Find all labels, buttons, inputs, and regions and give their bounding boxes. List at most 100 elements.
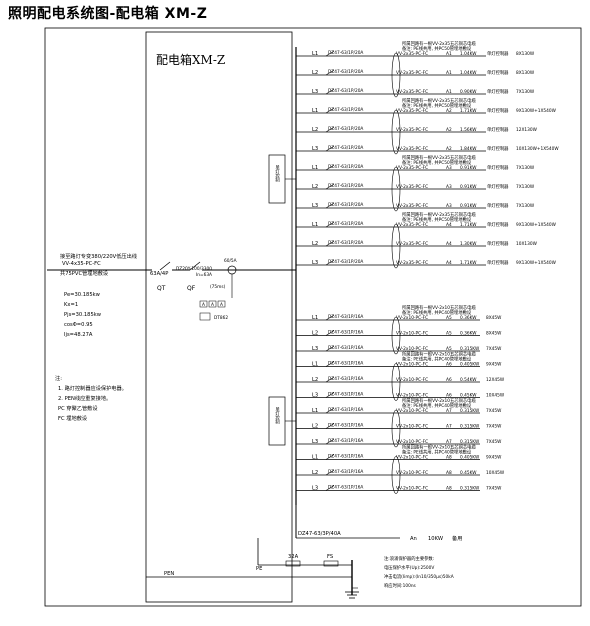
circuit-id: A3 <box>446 184 452 190</box>
circuit-cable: VV-2x35-PC-FC <box>396 260 428 266</box>
circuit-breaker <box>325 164 335 171</box>
lamp-spec: 10X45W <box>486 470 505 476</box>
circuit-id: A4 <box>446 241 452 247</box>
notes: 注:1. 路灯控制器应设保护电器。2. PEN线应重复接地。PC 穿聚乙管敷设F… <box>55 374 127 422</box>
circuit-breaker-model: DZ47-63/1P/16A <box>328 314 363 320</box>
circuit-phase: L2 <box>312 331 318 337</box>
lamp-spec: 7X45W <box>486 439 502 445</box>
trip-time: (75ms) <box>210 284 226 290</box>
circuit-power: 0.91KW <box>460 165 477 171</box>
incoming-desc3: 共75PVC管埋地敷设 <box>60 269 108 277</box>
circuit-id: A6 <box>446 393 452 399</box>
group-note-line: 所属回路有一根VV-2x10五芯铜芯电缆 <box>402 304 476 311</box>
circuit-id: A7 <box>446 408 452 414</box>
circuit-cable: VV-2x35-PC-FC <box>396 108 428 114</box>
circuit-cable: VV-2x10-PC-FC <box>396 408 428 414</box>
circuit-breaker-model: DZ47-63/1P/16A <box>328 345 363 351</box>
circuit-breaker-model: DZ47-63/1P/20A <box>328 221 363 227</box>
circuit-breaker-model: DZ47-63/1P/16A <box>328 454 363 460</box>
circuit-breaker <box>325 240 335 247</box>
circuit-cable: VV-2x35-PC-FC <box>396 184 428 190</box>
circuit-id: A7 <box>446 439 452 445</box>
group-note-line: 所属回路有一根VV-2x10五芯铜芯电缆 <box>402 397 476 404</box>
lamp-spec: 7X130W <box>516 165 535 171</box>
circuit-id: A2 <box>446 146 452 152</box>
ground-icon <box>345 587 359 599</box>
circuit-breaker-model: DZ47-63/1P/20A <box>328 202 363 208</box>
circuit-power: 1.04KW <box>460 51 477 57</box>
circuit-breaker-model: DZ47-63/1P/20A <box>328 240 363 246</box>
surge-note: 响应时间:100ns <box>384 582 417 589</box>
lamp-spec: 7X45W <box>486 424 502 430</box>
spare-power: 10KW <box>428 536 443 542</box>
circuit-power: 1.71KW <box>460 260 477 266</box>
lamp-spec: 9X130W+1X540W <box>516 222 557 228</box>
circuit-phase: L2 <box>312 70 318 76</box>
circuit-phase: L3 <box>312 439 318 445</box>
fuse-rating: 32A <box>288 554 299 560</box>
lamp-spec: 8X45W <box>486 331 502 337</box>
controller-label: 单灯控制器 <box>487 126 509 133</box>
circuit-power: 0.36KW <box>460 315 477 321</box>
box-name: 配电箱XM-Z <box>156 52 225 67</box>
circuit-breaker <box>325 392 335 398</box>
group-note-line: 备注: PE线共用, 共PC50管埋地敷设 <box>402 102 472 109</box>
circuit-breaker <box>325 454 335 460</box>
circuit-id: A5 <box>446 315 452 321</box>
circuit-breaker-model: DZ47-63/1P/20A <box>328 50 363 56</box>
cable-bundle <box>391 316 401 355</box>
lamp-spec: 7X130W <box>516 203 535 209</box>
circuit-id: A1 <box>446 89 452 95</box>
group-note-line: 备注: PE线共用, 共PC50管埋地敷设 <box>402 159 472 166</box>
circuit-cable: VV-2x35-PC-FC <box>396 203 428 209</box>
circuit-power: 0.54KW <box>460 377 477 383</box>
controller-label: 单灯控制器 <box>487 164 509 171</box>
circuit-breaker-model: DZ47-63/1P/16A <box>328 330 363 336</box>
circuit-id: A8 <box>446 455 452 461</box>
pen-label: PEN <box>164 571 174 577</box>
surge-protector <box>323 560 339 567</box>
circuit-id: A4 <box>446 260 452 266</box>
circuit-phase: L1 <box>312 222 318 228</box>
circuit-breaker-model: DZ47-63/1P/20A <box>328 88 363 94</box>
qf-label: QF <box>187 285 196 292</box>
note-line: 2. PEN线应重复接地。 <box>58 394 111 402</box>
circuit-power: 1.84KW <box>460 146 477 152</box>
circuit-breaker-model: DZ47-63/1P/20A <box>328 164 363 170</box>
circuit-cable: VV-2x35-PC-FC <box>396 127 428 133</box>
circuit-breaker-model: DZ47-63/1P/20A <box>328 69 363 75</box>
circuit-breaker <box>325 314 335 321</box>
ammeter-label: A <box>202 302 205 308</box>
circuit-power: 0.91KW <box>460 184 477 190</box>
surge-note: 冲击电流(Iimp):(In10/350μs)50kA <box>384 573 454 580</box>
circuit-power: 0.405KW <box>460 362 480 368</box>
circuit-breaker <box>325 259 335 266</box>
lamp-spec: 9X130W+1X540W <box>516 108 557 114</box>
group-note-line: 备注: PE线共用, 共PC50管埋地敷设 <box>402 216 472 223</box>
circuit-phase: L1 <box>312 165 318 171</box>
breaker-model: DZ20Y-100/3300 <box>176 266 212 272</box>
circuit-id: A3 <box>446 165 452 171</box>
circuit-phase: L1 <box>312 455 318 461</box>
note-line: 注: <box>55 374 62 382</box>
circuit-cable: VV-2x10-PC-FC <box>396 362 428 368</box>
surge-notes: 注:浪涌保护器的主要参数:电压保护水平(Up):2500V冲击电流(Iimp):… <box>384 555 454 589</box>
load-param: Pjs=30.185kw <box>64 312 102 318</box>
circuit-phase: L1 <box>312 408 318 414</box>
controller-label: 单灯控制器 <box>487 69 509 76</box>
ammeter-label: A <box>220 302 223 308</box>
cable-bundle <box>391 409 401 448</box>
group-note-line: 所属回路有一根VV-2x35五芯铜芯电缆 <box>402 211 476 218</box>
